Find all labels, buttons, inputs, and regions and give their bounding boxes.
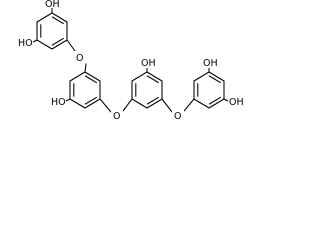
ring1-substituent-bond [84,63,87,73]
label-mask [74,51,87,63]
hydroxyl-label: OH [141,58,156,69]
ring3-bond [131,71,148,82]
hydroxyl-label: HO [51,97,66,108]
label-mask [140,58,155,68]
ether-oxygen-label: O [174,111,181,122]
structural-formula: OH HO O HO O OH O OH OH [17,0,244,122]
ring3-bond [131,98,148,109]
ring3-inner-bond [146,75,159,84]
ring2-substituent-bond [65,98,71,102]
ring3-substituent-bond [183,98,195,112]
ring2-bond [69,71,86,82]
ring4-inner-bond [208,96,221,105]
ring2-bond [69,98,86,109]
ring4-substituent-bond [223,98,229,102]
bonds [32,7,229,113]
hydroxyl-label: OH [203,58,218,69]
ring3-substituent-bond [161,98,173,113]
ring2-inner-bond [84,75,97,84]
hydroxyl-label: HO [18,38,33,49]
ring3-inner-bond [146,96,159,105]
ring4-bond [208,98,225,109]
atom-labels: OH HO O HO O OH O OH OH [17,0,244,122]
label-mask [228,97,244,107]
ring2-bond [84,71,101,82]
label-mask [45,0,60,8]
ring1-bond [36,39,53,50]
ring2-substituent-bond [122,98,133,112]
ring3-bond [146,71,163,82]
ring4-bond [193,71,210,82]
ring2-substituent-bond [99,98,112,113]
label-mask [17,38,33,47]
ring1-inner-bond [51,37,64,46]
ring4-bond [193,98,210,109]
label-mask [50,97,66,107]
ring4-inner-bond [208,75,221,84]
ring2-bond [84,98,101,109]
hydroxyl-label: OH [229,97,244,108]
label-mask [111,109,123,120]
ring1-inner-bond [51,16,64,25]
ring2-inner-bond [84,96,97,105]
ring1-bond [51,39,68,50]
label-mask [172,109,184,120]
ring1-bond [51,12,68,23]
ring3-bond [146,98,163,109]
ring1-substituent-bond [32,39,38,43]
hydroxyl-label: OH [45,0,60,10]
ring1-bond [36,12,53,23]
ring1-substituent-bond [66,39,76,52]
ether-oxygen-label: O [76,53,83,64]
ether-oxygen-label: O [113,111,120,122]
label-mask [202,58,217,68]
ring4-bond [208,71,225,82]
